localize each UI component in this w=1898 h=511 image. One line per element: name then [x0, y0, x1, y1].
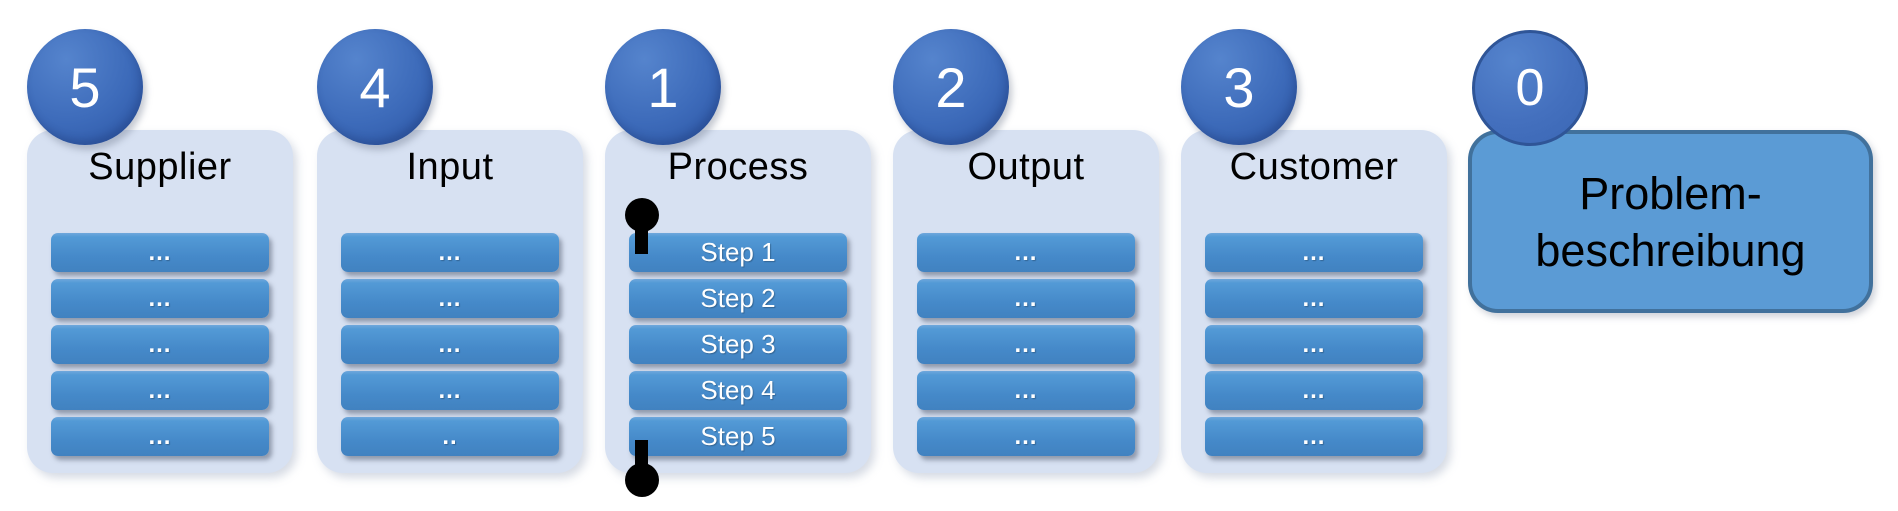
list-item: … — [1205, 417, 1423, 456]
number-badge-supplier: 5 — [27, 29, 143, 145]
list-item: … — [1205, 279, 1423, 318]
list-item: … — [51, 371, 269, 410]
pin-knob — [625, 463, 659, 497]
row-list: … … … … … — [893, 233, 1159, 456]
list-item: Step 5 — [629, 417, 847, 456]
list-item: … — [51, 233, 269, 272]
list-item: … — [51, 417, 269, 456]
list-item: … — [1205, 233, 1423, 272]
panel-process: Process Step 1 Step 2 Step 3 Step 4 Step… — [605, 130, 871, 473]
panel-input: Input … … … … .. — [317, 130, 583, 473]
panel-supplier: Supplier … … … … … — [27, 130, 293, 473]
list-item: Step 4 — [629, 371, 847, 410]
list-item: Step 3 — [629, 325, 847, 364]
row-list: … … … … … — [1181, 233, 1447, 456]
number-badge-problem: 0 — [1472, 30, 1588, 146]
badge-number: 4 — [359, 55, 391, 119]
list-item: … — [917, 371, 1135, 410]
problem-label-line2: beschreibung — [1535, 224, 1806, 276]
list-item: … — [341, 325, 559, 364]
column-header: Customer — [1229, 146, 1399, 188]
column-input: 4 Input … … … … .. — [317, 0, 583, 511]
list-item: … — [51, 279, 269, 318]
badge-number: 5 — [69, 55, 101, 119]
list-item: Step 1 — [629, 233, 847, 272]
number-badge-process: 1 — [605, 29, 721, 145]
list-item: .. — [341, 417, 559, 456]
row-list: … … … … .. — [317, 233, 583, 456]
badge-number: 2 — [935, 55, 967, 119]
number-badge-customer: 3 — [1181, 29, 1297, 145]
column-header: Process — [667, 146, 809, 188]
column-header: Output — [967, 146, 1085, 188]
problem-description-box: Problem- beschreibung — [1468, 130, 1873, 313]
panel-customer: Customer … … … … … — [1181, 130, 1447, 473]
list-item: … — [341, 371, 559, 410]
column-header: Input — [406, 146, 494, 188]
row-list: … … … … … — [27, 233, 293, 456]
column-process: 1 Process Step 1 Step 2 Step 3 Step 4 St… — [605, 0, 871, 511]
number-badge-output: 2 — [893, 29, 1009, 145]
panel-output: Output … … … … … — [893, 130, 1159, 473]
list-item: … — [917, 417, 1135, 456]
badge-number: 0 — [1515, 59, 1545, 117]
column-output: 2 Output … … … … … — [893, 0, 1159, 511]
column-header: Supplier — [88, 146, 232, 188]
problem-label-line1: Problem- — [1579, 167, 1762, 219]
list-item: … — [917, 325, 1135, 364]
row-list: Step 1 Step 2 Step 3 Step 4 Step 5 — [605, 233, 871, 456]
list-item: … — [1205, 371, 1423, 410]
badge-number: 1 — [647, 55, 679, 119]
column-supplier: 5 Supplier … … … … … — [27, 0, 293, 511]
list-item: … — [1205, 325, 1423, 364]
pin-stem — [635, 440, 648, 468]
list-item: … — [917, 279, 1135, 318]
pin-stem — [635, 226, 648, 254]
list-item: … — [51, 325, 269, 364]
column-customer: 3 Customer … … … … … — [1181, 0, 1447, 511]
list-item: … — [341, 279, 559, 318]
number-badge-input: 4 — [317, 29, 433, 145]
list-item: … — [341, 233, 559, 272]
list-item: … — [917, 233, 1135, 272]
badge-number: 3 — [1223, 55, 1255, 119]
list-item: Step 2 — [629, 279, 847, 318]
